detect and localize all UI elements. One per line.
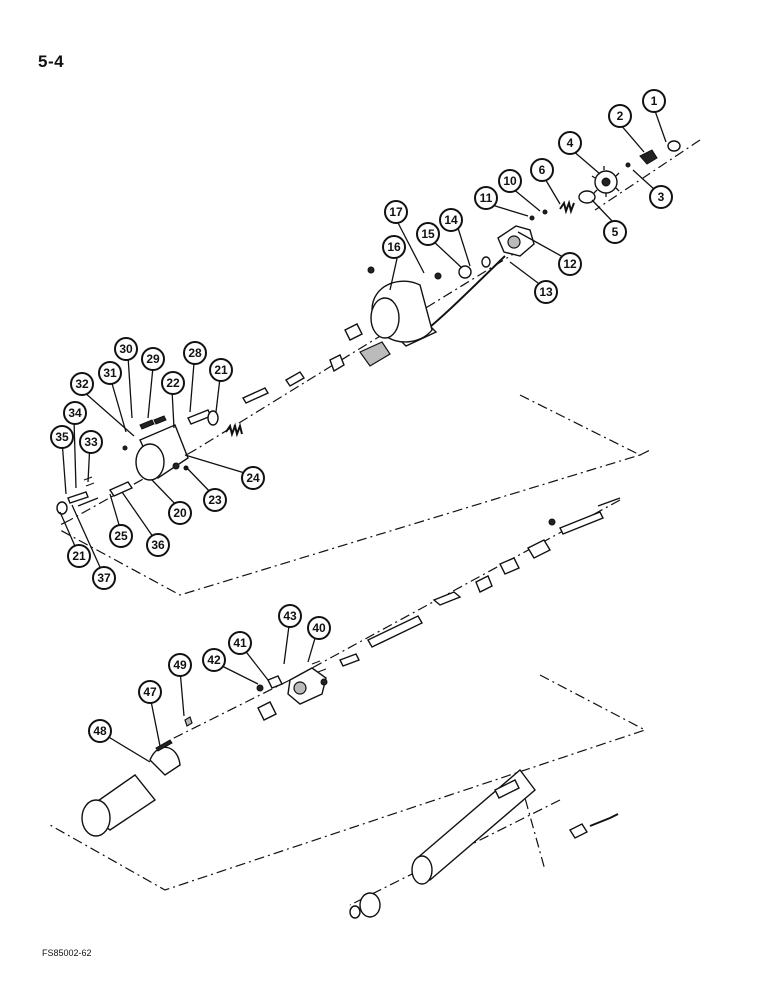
svg-text:31: 31 — [103, 366, 117, 380]
svg-text:22: 22 — [166, 376, 180, 390]
part-2-lock — [639, 149, 658, 165]
svg-text:6: 6 — [539, 163, 546, 177]
part-5-washer — [578, 190, 596, 204]
svg-text:41: 41 — [233, 636, 247, 650]
callout-28: 28 — [183, 341, 207, 365]
svg-text:5: 5 — [612, 225, 619, 239]
svg-text:25: 25 — [114, 529, 128, 543]
callout-16: 16 — [382, 235, 406, 259]
svg-text:1: 1 — [651, 94, 658, 108]
callout-40: 40 — [307, 616, 331, 640]
callout-15: 15 — [416, 222, 440, 246]
svg-text:17: 17 — [389, 205, 403, 219]
svg-text:32: 32 — [75, 377, 89, 391]
callout-20: 20 — [168, 501, 192, 525]
part-6-spring — [559, 199, 575, 215]
callout-12: 12 — [558, 252, 582, 276]
intermediate-shaft-parts — [339, 497, 621, 667]
column-jacket — [81, 768, 619, 919]
svg-text:12: 12 — [563, 257, 577, 271]
svg-text:11: 11 — [480, 191, 493, 205]
svg-text:20: 20 — [173, 506, 187, 520]
svg-text:21: 21 — [214, 363, 228, 377]
svg-text:37: 37 — [97, 571, 111, 585]
part-4-gear — [591, 166, 620, 197]
callout-11: 11 — [474, 186, 498, 210]
callouts: 1 2 3 4 5 6 10 11 12 13 14 15 16 17 20 2… — [50, 89, 673, 743]
callout-5: 5 — [603, 220, 627, 244]
svg-text:24: 24 — [246, 471, 260, 485]
svg-text:10: 10 — [503, 174, 517, 188]
svg-text:2: 2 — [617, 109, 624, 123]
callout-47: 47 — [138, 680, 162, 704]
svg-text:16: 16 — [387, 240, 401, 254]
figure-code: FS85002-62 — [42, 948, 92, 958]
callout-30: 30 — [114, 337, 138, 361]
callout-23: 23 — [203, 488, 227, 512]
svg-text:14: 14 — [444, 213, 458, 227]
svg-text:29: 29 — [146, 352, 160, 366]
svg-text:3: 3 — [658, 190, 665, 204]
callout-48: 48 — [88, 719, 112, 743]
svg-text:48: 48 — [93, 724, 107, 738]
callout-3: 3 — [649, 185, 673, 209]
callout-43: 43 — [278, 604, 302, 628]
svg-text:42: 42 — [207, 653, 221, 667]
svg-text:49: 49 — [173, 658, 187, 672]
callout-31: 31 — [98, 361, 122, 385]
callout-24: 24 — [241, 466, 265, 490]
callout-1: 1 — [642, 89, 666, 113]
callout-42: 42 — [202, 648, 226, 672]
callout-4: 4 — [558, 131, 582, 155]
svg-text:43: 43 — [283, 609, 297, 623]
svg-text:23: 23 — [208, 493, 222, 507]
svg-text:13: 13 — [539, 285, 553, 299]
lower-column-parts — [149, 660, 328, 776]
svg-text:30: 30 — [119, 342, 133, 356]
upper-shaft-parts — [529, 140, 681, 221]
callout-49: 49 — [168, 653, 192, 677]
callout-10: 10 — [498, 169, 522, 193]
callout-35: 35 — [50, 425, 74, 449]
svg-text:28: 28 — [188, 346, 202, 360]
mid-shaft-components — [187, 323, 391, 438]
callout-32: 32 — [70, 372, 94, 396]
callout-2: 2 — [608, 104, 632, 128]
callout-13: 13 — [534, 280, 558, 304]
svg-text:35: 35 — [55, 430, 69, 444]
svg-text:34: 34 — [68, 406, 82, 420]
callout-21-upper: 21 — [209, 358, 233, 382]
svg-text:21: 21 — [72, 549, 86, 563]
part-16-housing — [370, 280, 433, 343]
svg-text:36: 36 — [151, 538, 165, 552]
page-number: 5-4 — [38, 52, 65, 71]
callout-41: 41 — [228, 631, 252, 655]
svg-text:15: 15 — [421, 227, 435, 241]
svg-text:47: 47 — [143, 685, 157, 699]
svg-text:33: 33 — [84, 435, 98, 449]
callout-21-lower: 21 — [67, 544, 91, 568]
part-32-lock-housing — [56, 415, 189, 515]
svg-text:4: 4 — [567, 136, 574, 150]
callout-14: 14 — [439, 208, 463, 232]
callout-33: 33 — [79, 430, 103, 454]
callout-37: 37 — [92, 566, 116, 590]
callout-17: 17 — [384, 200, 408, 224]
callout-36: 36 — [146, 533, 170, 557]
callout-25: 25 — [109, 524, 133, 548]
svg-text:40: 40 — [312, 621, 326, 635]
part-1-nut — [667, 140, 681, 152]
callout-34: 34 — [63, 401, 87, 425]
callout-22: 22 — [161, 371, 185, 395]
callout-29: 29 — [141, 347, 165, 371]
callout-6: 6 — [530, 158, 554, 182]
